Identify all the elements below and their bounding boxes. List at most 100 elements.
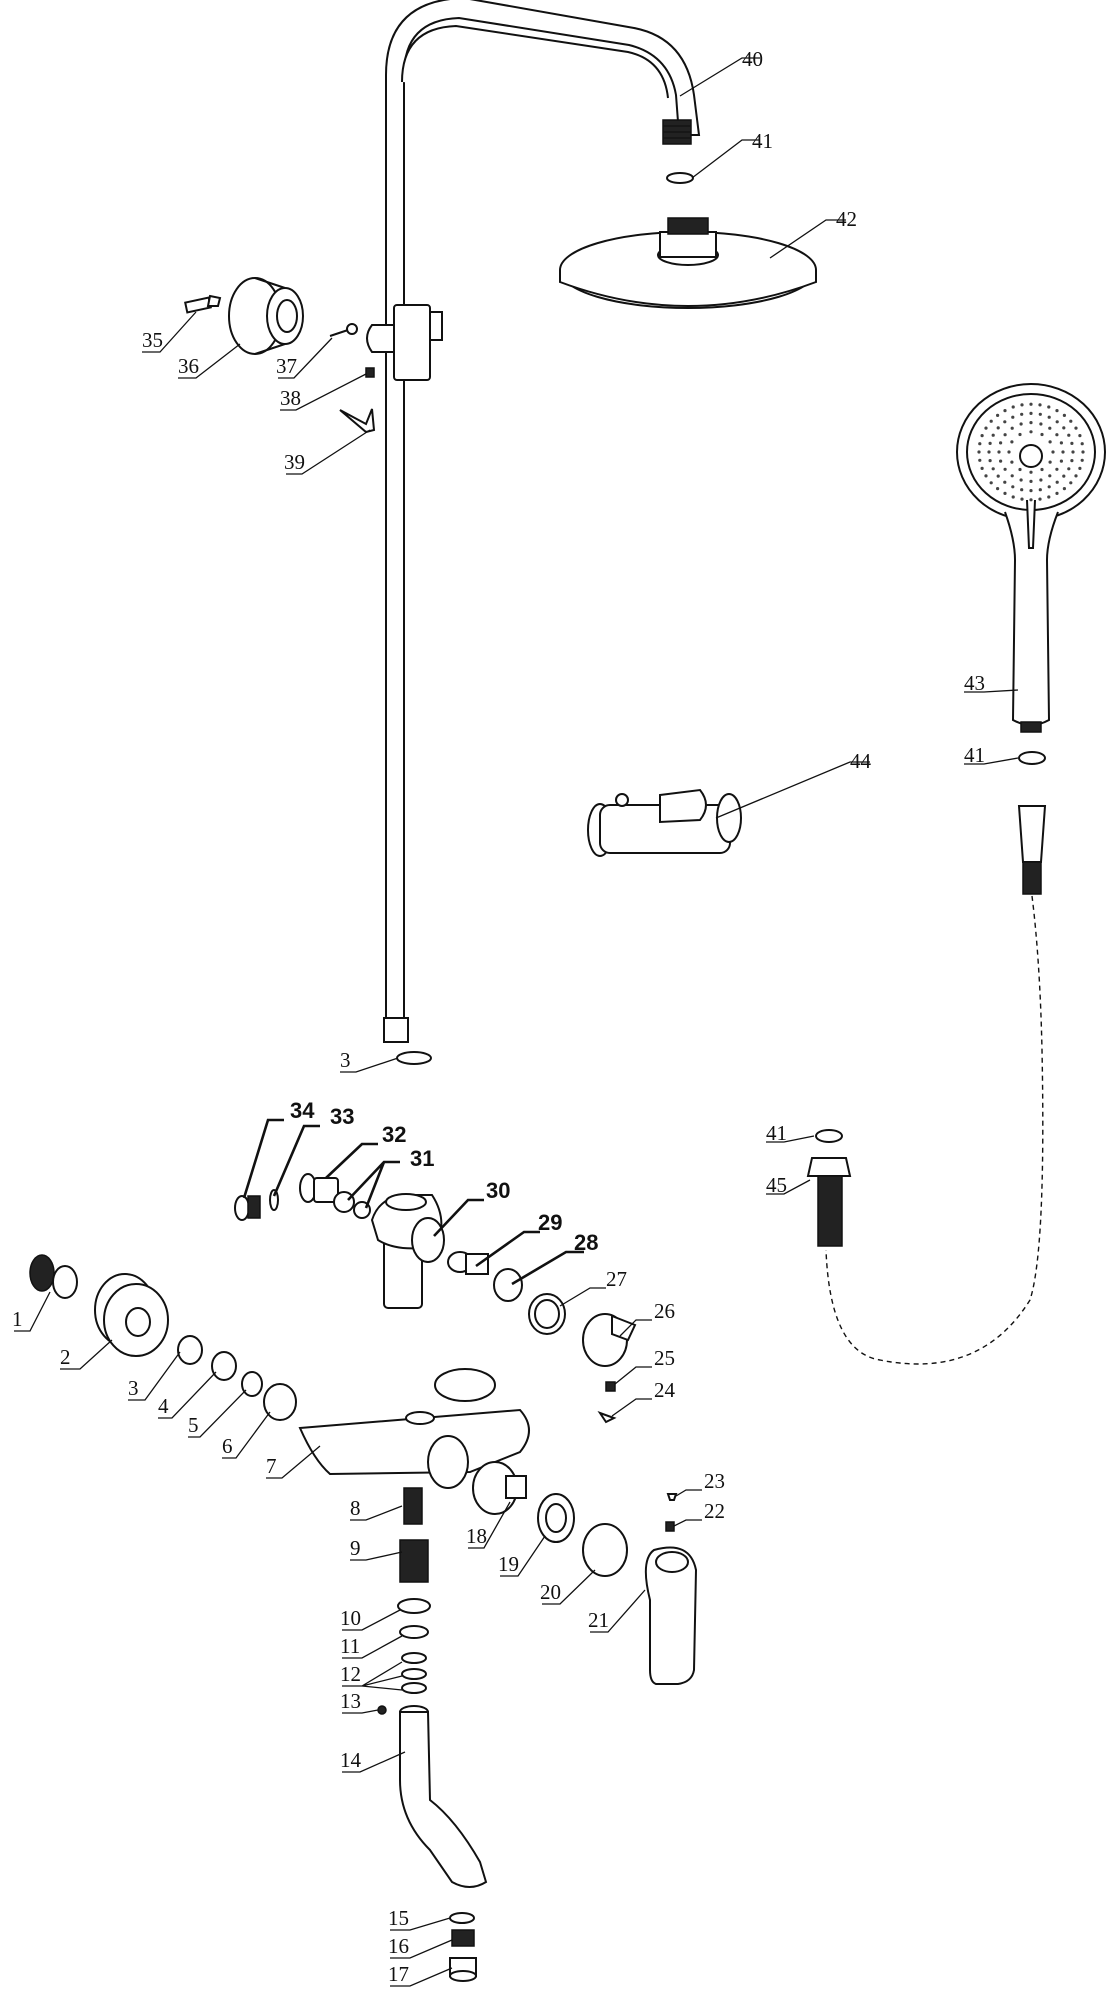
callout-35: 35 [142, 328, 163, 352]
spray-hole [1010, 474, 1014, 478]
spray-hole [1040, 432, 1044, 437]
callout-33: 33 [330, 1104, 354, 1129]
aerator [449, 1912, 477, 1982]
spray-hole [1029, 430, 1033, 434]
spray-hole [1059, 459, 1063, 463]
callout-26: 26 [654, 1299, 675, 1323]
washer [396, 1051, 432, 1065]
spray-hole [980, 434, 984, 438]
spray-hole [1020, 497, 1024, 501]
spray-hole [996, 487, 1000, 491]
callout-42: 42 [836, 207, 857, 231]
spray-hole [1029, 498, 1033, 502]
spray-hole [984, 474, 988, 478]
spray-hole [1003, 433, 1007, 437]
callout-2: 2 [60, 1345, 71, 1369]
spray-hole [1047, 415, 1051, 419]
diverter-body [370, 1193, 445, 1309]
screw [329, 323, 358, 337]
spray-hole [1048, 460, 1052, 464]
spray-hole [1007, 450, 1011, 454]
spray-hole [1010, 426, 1014, 430]
grub-screw [605, 1381, 616, 1392]
callout-41-top: 41 [752, 129, 773, 153]
spray-hole [987, 450, 991, 454]
spray-hole [1080, 442, 1084, 446]
callout-23: 23 [704, 1469, 725, 1493]
callout-22: 22 [704, 1499, 725, 1523]
cap [597, 1411, 617, 1424]
callout-5: 5 [188, 1413, 199, 1437]
mixer-body [298, 1368, 530, 1489]
spray-hole [1051, 450, 1055, 454]
grub-screw [665, 1521, 675, 1532]
spray-hole [1055, 433, 1059, 437]
spray-hole [1048, 426, 1052, 430]
allen-key-icon [339, 408, 376, 434]
spray-hole [1055, 409, 1059, 413]
spray-hole [1011, 495, 1015, 499]
spray-hole [997, 450, 1001, 454]
spray-hole [1039, 422, 1043, 426]
callout-29: 29 [538, 1210, 562, 1235]
spray-hole [1029, 489, 1033, 493]
spray-hole [996, 474, 1000, 478]
callout-19: 19 [498, 1552, 519, 1576]
spray-hole [1020, 403, 1024, 407]
spray-hole [1062, 426, 1066, 430]
spray-hole [1059, 441, 1063, 445]
cap [666, 1493, 678, 1501]
spray-hole [1048, 474, 1052, 478]
wall-flange [228, 277, 304, 355]
callout-9: 9 [350, 1536, 361, 1560]
inlet-parts [29, 1254, 297, 1421]
spray-hole [1039, 478, 1043, 482]
spray-hole [989, 481, 993, 485]
callout-3: 3 [128, 1376, 139, 1400]
spray-hole [1055, 491, 1059, 495]
callout-17: 17 [388, 1962, 409, 1986]
callout-41-hose: 41 [766, 1121, 787, 1145]
callout-44: 44 [850, 749, 872, 773]
spray-hole [988, 459, 992, 463]
hose-nut [806, 1157, 852, 1247]
overhead-shower-head [559, 217, 817, 309]
callout-32: 32 [382, 1122, 406, 1147]
callout-10: 10 [340, 1606, 361, 1630]
callout-36: 36 [178, 354, 199, 378]
callout-3-riser: 3 [340, 1048, 351, 1072]
hand-shower [956, 383, 1106, 733]
callout-41-hand: 41 [964, 743, 985, 767]
callout-20: 20 [540, 1580, 561, 1604]
callout-18: 18 [466, 1524, 487, 1548]
callout-27: 27 [606, 1267, 627, 1291]
spray-hole [991, 433, 995, 437]
spray-hole [1019, 422, 1023, 426]
callout-14: 14 [340, 1748, 362, 1772]
callout-37: 37 [276, 354, 297, 378]
diverter-knob [582, 1313, 637, 1367]
callout-4: 4 [158, 1394, 169, 1418]
callout-labels: 1 2 3 3 4 5 6 7 8 9 10 11 12 13 14 15 16… [12, 47, 985, 1986]
spray-hole [1029, 411, 1033, 415]
spray-hole [1071, 450, 1075, 454]
spray-hole [1069, 419, 1073, 423]
callout-28: 28 [574, 1230, 598, 1255]
spray-hole [1003, 467, 1007, 471]
callout-15: 15 [388, 1906, 409, 1930]
spray-hole [978, 458, 982, 462]
callout-8: 8 [350, 1496, 361, 1520]
spray-hole [991, 467, 995, 471]
grub-screw [365, 367, 375, 378]
callout-7: 7 [266, 1454, 277, 1478]
spray-hole [1003, 491, 1007, 495]
spray-hole [1047, 495, 1051, 499]
spray-hole [1074, 426, 1078, 430]
spray-hole [1029, 421, 1033, 425]
callout-21: 21 [588, 1608, 609, 1632]
spray-hole [1062, 474, 1066, 478]
mixer-lever [644, 1546, 698, 1685]
spray-hole [1029, 479, 1033, 483]
spray-hole [1011, 415, 1015, 419]
bath-spout [399, 1705, 488, 1888]
